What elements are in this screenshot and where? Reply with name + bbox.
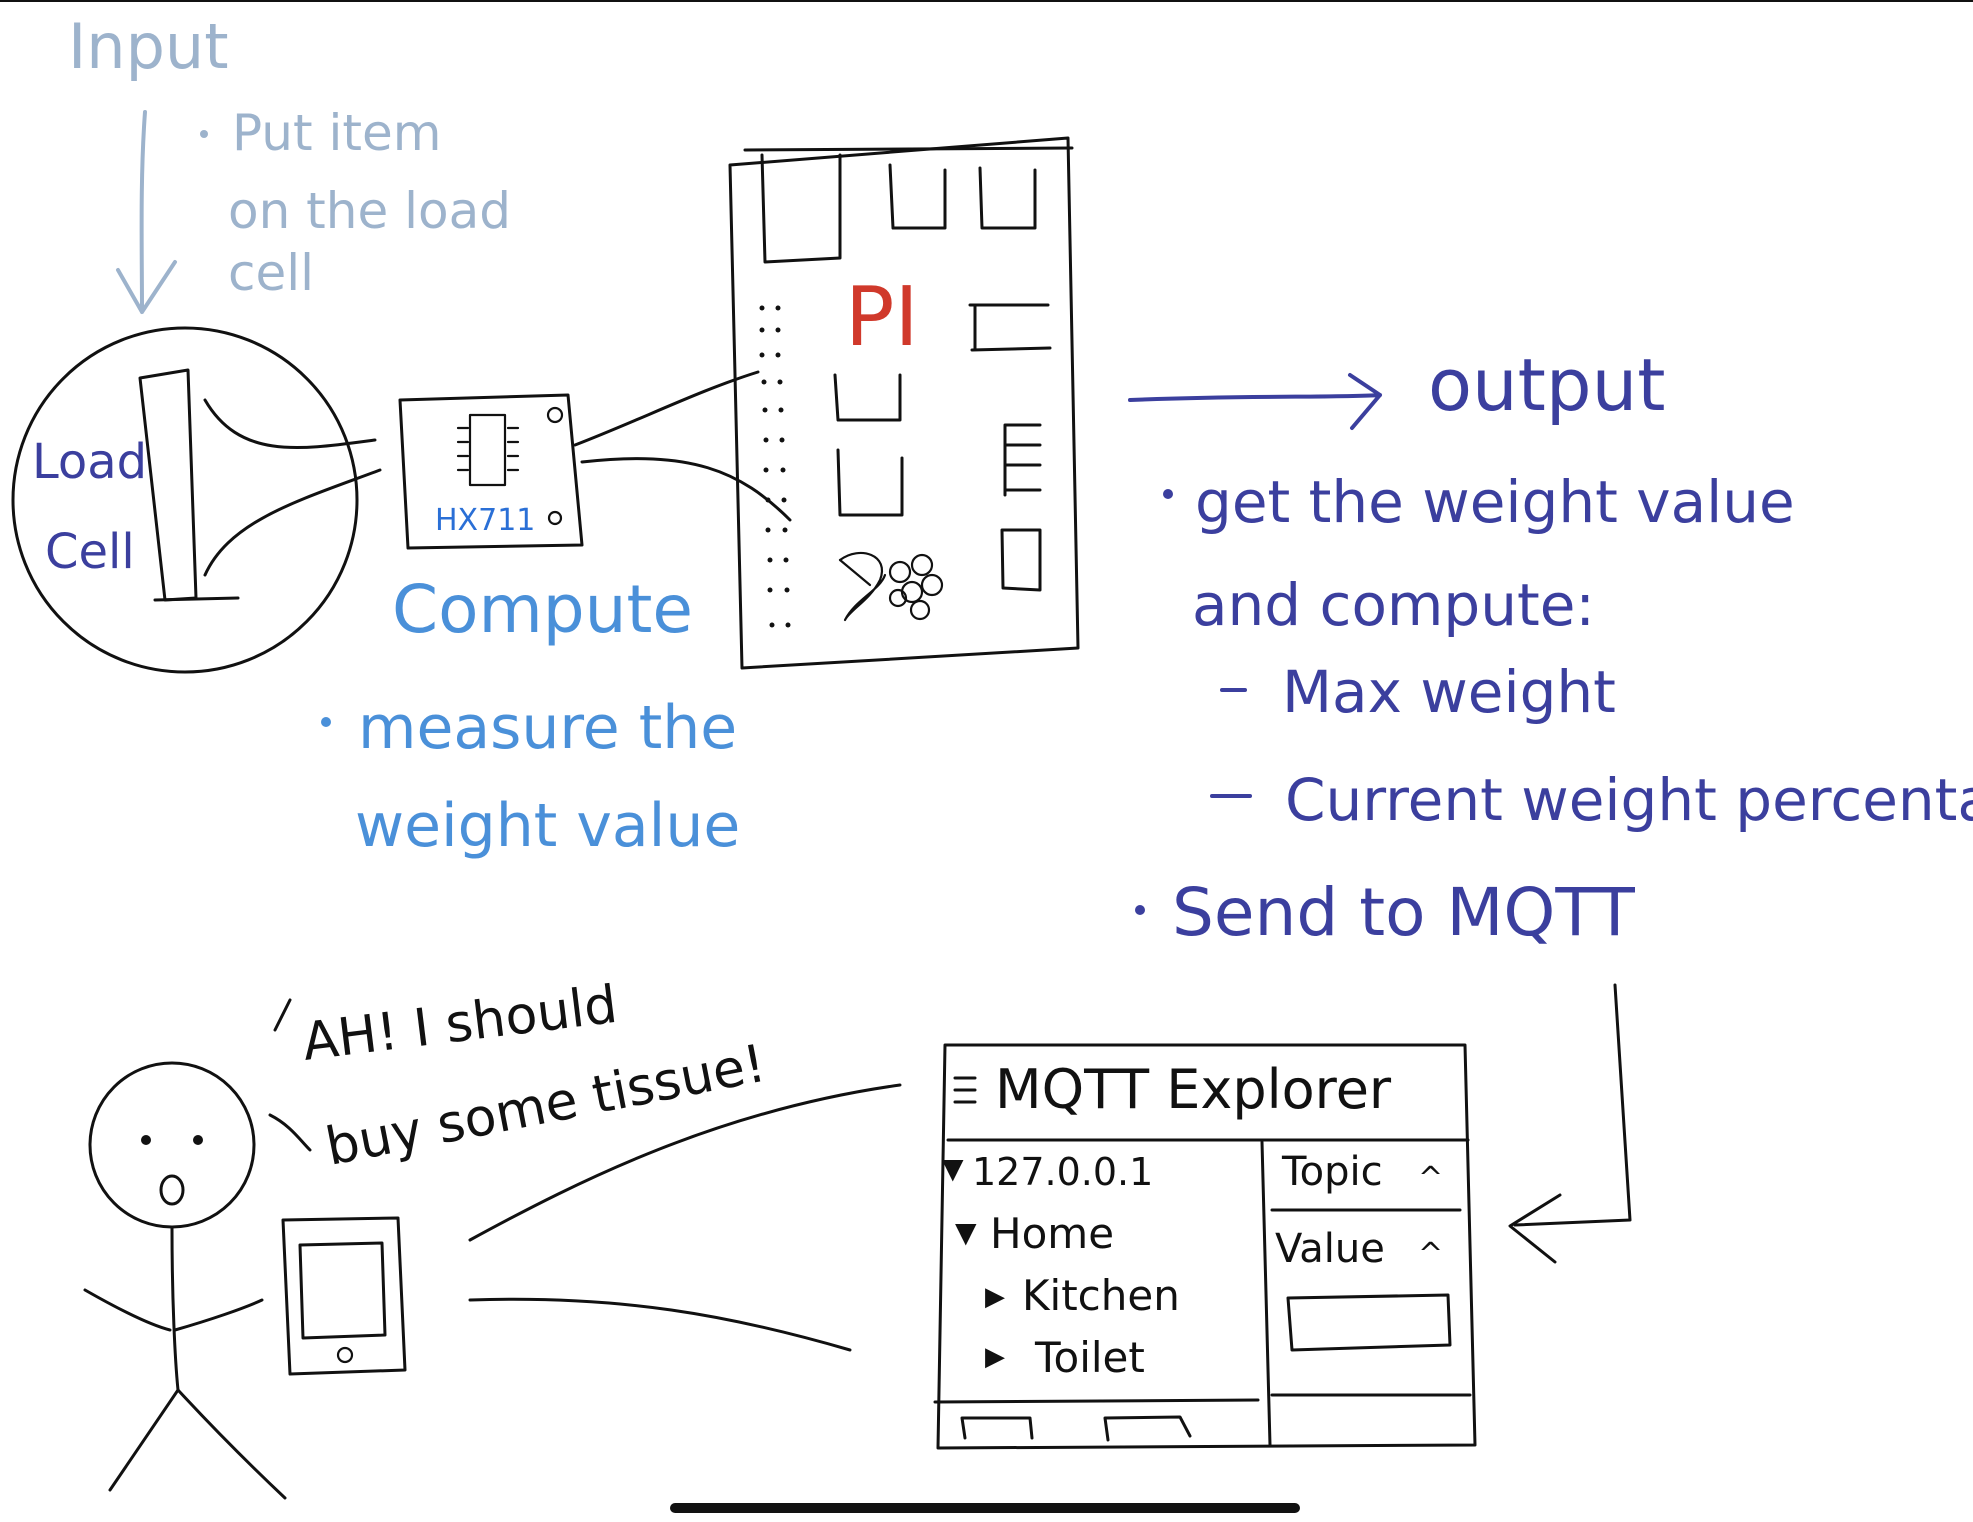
pi-gpio-pins bbox=[759, 305, 791, 628]
side-value-caret: ^ bbox=[1418, 1237, 1443, 1272]
output-sub-item1: Max weight bbox=[1282, 658, 1616, 726]
input-bullet-dot bbox=[200, 130, 208, 138]
load-cell-label-line2: Cell bbox=[45, 524, 135, 580]
person-figure: AH! I should buy some tissue! bbox=[83, 975, 770, 1500]
tree-item-root: 127.0.0.1 bbox=[972, 1150, 1153, 1194]
input-section: Input Put item on the load cell bbox=[68, 10, 511, 314]
output-heading: output bbox=[1428, 343, 1665, 427]
load-cell: Load Cell bbox=[11, 326, 382, 674]
person-left-leg bbox=[108, 1388, 180, 1492]
load-cell-wire1 bbox=[203, 398, 377, 450]
side-topic-caret: ^ bbox=[1418, 1161, 1443, 1196]
hx711-label: HX711 bbox=[435, 503, 535, 538]
pi-usb-port3 bbox=[978, 166, 1037, 230]
output-arrow bbox=[1128, 373, 1382, 430]
person-left-arm bbox=[83, 1288, 172, 1332]
tree-item-kitchen: Kitchen bbox=[1022, 1271, 1180, 1320]
compute-heading: Compute bbox=[392, 571, 693, 648]
side-value-box bbox=[1286, 1293, 1452, 1352]
tree-item-toilet: Toilet bbox=[1034, 1333, 1145, 1382]
tablet-device bbox=[281, 1083, 902, 1376]
hx711-wire1 bbox=[573, 370, 760, 447]
output-bullet1-line1: get the weight value bbox=[1195, 468, 1795, 536]
hx711-board: HX711 bbox=[398, 370, 792, 550]
pi-label: PI bbox=[845, 270, 919, 365]
person-left-eye bbox=[141, 1135, 151, 1145]
pi-usb-port1 bbox=[760, 153, 842, 264]
input-heading: Input bbox=[68, 10, 229, 83]
hamburger-icon bbox=[953, 1076, 977, 1104]
pi-top-edge bbox=[743, 146, 1074, 152]
load-cell-beam bbox=[138, 368, 198, 602]
output-bullet1-dot bbox=[1163, 489, 1173, 499]
person-right-leg bbox=[176, 1388, 287, 1500]
tree-marker-root: ▼ bbox=[942, 1152, 964, 1185]
person-head bbox=[88, 1061, 256, 1229]
mqtt-bottom-button1 bbox=[960, 1416, 1034, 1440]
pi-port-right2 bbox=[1003, 423, 1042, 497]
tablet-link-lower bbox=[468, 1297, 852, 1352]
input-bullet-line1: Put item bbox=[232, 104, 441, 162]
output-sub-item2: Current weight percentage bbox=[1285, 766, 1973, 834]
pi-port-right1 bbox=[968, 303, 1052, 352]
raspberry-pi-board: PI bbox=[728, 136, 1080, 670]
load-cell-wire2 bbox=[203, 468, 382, 577]
hx711-wire2 bbox=[580, 457, 792, 522]
speech-tick1 bbox=[273, 998, 292, 1032]
person-right-arm bbox=[173, 1298, 264, 1332]
person-right-eye bbox=[193, 1135, 203, 1145]
tree-marker-home: ▼ bbox=[955, 1216, 977, 1249]
person-body bbox=[170, 1226, 180, 1392]
compute-section: Compute measure the weight value bbox=[321, 571, 740, 861]
tree-marker-toilet: ▶ bbox=[985, 1342, 1005, 1372]
tablet-screen bbox=[298, 1241, 387, 1340]
input-bullet-line3: cell bbox=[228, 244, 314, 302]
pi-chip2 bbox=[836, 448, 904, 517]
compute-bullet-dot bbox=[321, 717, 331, 727]
output-bullet1-line2: and compute: bbox=[1192, 571, 1595, 639]
output-section: output get the weight value and compute:… bbox=[1128, 343, 1973, 951]
tree-marker-kitchen: ▶ bbox=[985, 1282, 1005, 1312]
input-bullet-line2: on the load bbox=[228, 182, 511, 240]
mqtt-bottom-button2 bbox=[1103, 1415, 1192, 1442]
mqtt-window-outline bbox=[936, 1043, 1477, 1450]
pi-chip1 bbox=[833, 373, 902, 422]
output-bullet2-dot bbox=[1135, 905, 1145, 915]
mqtt-side-panel-divider bbox=[1260, 1140, 1272, 1447]
person-mouth bbox=[159, 1174, 185, 1206]
load-cell-label-line1: Load bbox=[32, 434, 147, 490]
pi-port-right3 bbox=[1000, 528, 1042, 592]
compute-bullet-line2: weight value bbox=[355, 791, 740, 861]
mqtt-bottom-divider bbox=[933, 1398, 1260, 1404]
raspberry-logo-icon bbox=[838, 551, 944, 622]
tablet-link-upper bbox=[468, 1083, 902, 1242]
mqtt-return-arrow bbox=[1508, 983, 1632, 1264]
tablet-home-button bbox=[336, 1346, 354, 1364]
load-cell-base bbox=[153, 596, 240, 602]
hx711-hole-top bbox=[546, 406, 564, 424]
mqtt-title: MQTT Explorer bbox=[995, 1058, 1392, 1121]
speech-tick2 bbox=[268, 1113, 312, 1152]
input-arrow bbox=[116, 110, 177, 314]
output-bullet2: Send to MQTT bbox=[1172, 874, 1635, 951]
load-cell-circle bbox=[11, 326, 359, 674]
speech-line1: AH! I should bbox=[299, 975, 620, 1073]
compute-bullet-line1: measure the bbox=[358, 693, 737, 763]
tablet-outline bbox=[281, 1216, 407, 1376]
hx711-outline bbox=[398, 393, 584, 550]
hx711-chip-pins bbox=[456, 426, 520, 472]
pi-usb-port2 bbox=[888, 163, 947, 230]
hx711-hole-bottom bbox=[547, 510, 563, 526]
mqtt-explorer-window: MQTT Explorer ▼ 127.0.0.1 ▼ Home ▶ Kitch… bbox=[933, 1043, 1477, 1450]
tree-item-home: Home bbox=[990, 1209, 1114, 1258]
side-value-label: Value bbox=[1275, 1226, 1385, 1272]
hx711-chip bbox=[468, 413, 507, 487]
side-topic-label: Topic bbox=[1281, 1149, 1383, 1195]
pi-outline bbox=[728, 136, 1080, 670]
home-indicator bbox=[670, 1503, 1300, 1513]
